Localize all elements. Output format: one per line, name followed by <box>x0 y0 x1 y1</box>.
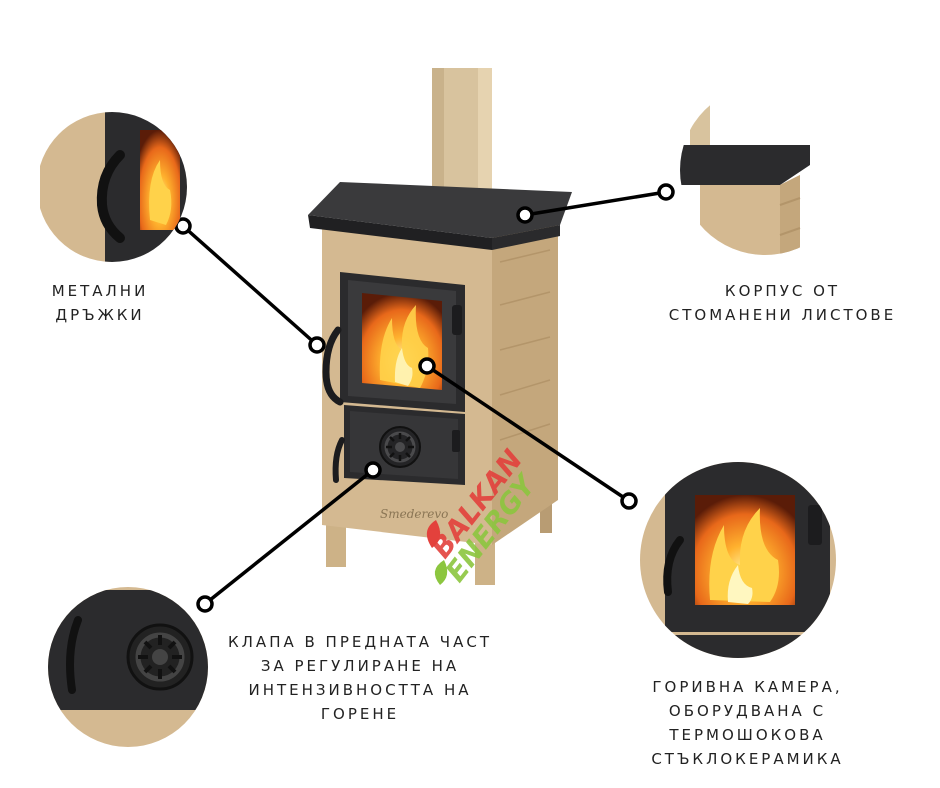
label-firebox-line2: ОБОРУДВАНА С <box>668 702 827 720</box>
label-handles-line2: ДРЪЖКИ <box>55 306 145 324</box>
label-steel-body-line1: КОРПУС ОТ <box>724 282 841 300</box>
callout-line-handles <box>181 224 319 347</box>
cooktop <box>308 182 572 238</box>
callout-dot <box>620 492 638 510</box>
label-air-flap-line4: ГОРЕНЕ <box>320 705 400 723</box>
air-flap-rosette <box>379 426 421 468</box>
callout-dot <box>364 461 382 479</box>
detail-firebox <box>640 462 836 658</box>
callout-line-air-flap <box>203 468 375 606</box>
callout-dot <box>196 595 214 613</box>
stove-body-side <box>492 220 558 545</box>
label-air-flap: КЛАПА В ПРЕДНАТА ЧАСТ ЗА РЕГУЛИРАНЕ НА И… <box>210 630 510 726</box>
label-firebox-line4: СТЪКЛОКЕРАМИКА <box>651 750 844 768</box>
label-steel-body: КОРПУС ОТ СТОМАНЕНИ ЛИСТОВЕ <box>660 279 905 327</box>
callout-dot <box>418 357 436 375</box>
fire-door-handle <box>322 326 344 406</box>
detail-steel-body <box>680 85 850 255</box>
stove: Smederevo <box>308 68 572 585</box>
label-firebox-line3: ТЕРМОШОКОВА <box>669 726 826 744</box>
label-air-flap-line3: ИНТЕНЗИВНОСТТА НА <box>248 681 472 699</box>
label-handles-line1: МЕТАЛНИ <box>51 282 149 300</box>
callout-line-firebox <box>426 364 630 503</box>
label-handles: МЕТАЛНИ ДРЪЖКИ <box>45 279 155 327</box>
callout-line-steel-body <box>524 190 667 217</box>
label-steel-body-line2: СТОМАНЕНИ ЛИСТОВЕ <box>668 306 897 324</box>
callout-dot <box>308 336 326 354</box>
callout-lines <box>181 190 667 606</box>
watermark-leaf-icon <box>426 520 448 585</box>
detail-handles <box>37 112 187 262</box>
product-mark: Smederevo <box>380 507 448 521</box>
label-firebox-line1: ГОРИВНА КАМЕРА, <box>652 678 843 696</box>
detail-air-flap <box>48 587 208 747</box>
callout-dot <box>516 206 534 224</box>
label-firebox: ГОРИВНА КАМЕРА, ОБОРУДВАНА С ТЕРМОШОКОВА… <box>635 675 860 771</box>
callout-dots <box>174 183 675 613</box>
callout-dot <box>657 183 675 201</box>
label-air-flap-line2: ЗА РЕГУЛИРАНЕ НА <box>260 657 460 675</box>
label-air-flap-line1: КЛАПА В ПРЕДНАТА ЧАСТ <box>228 633 492 651</box>
